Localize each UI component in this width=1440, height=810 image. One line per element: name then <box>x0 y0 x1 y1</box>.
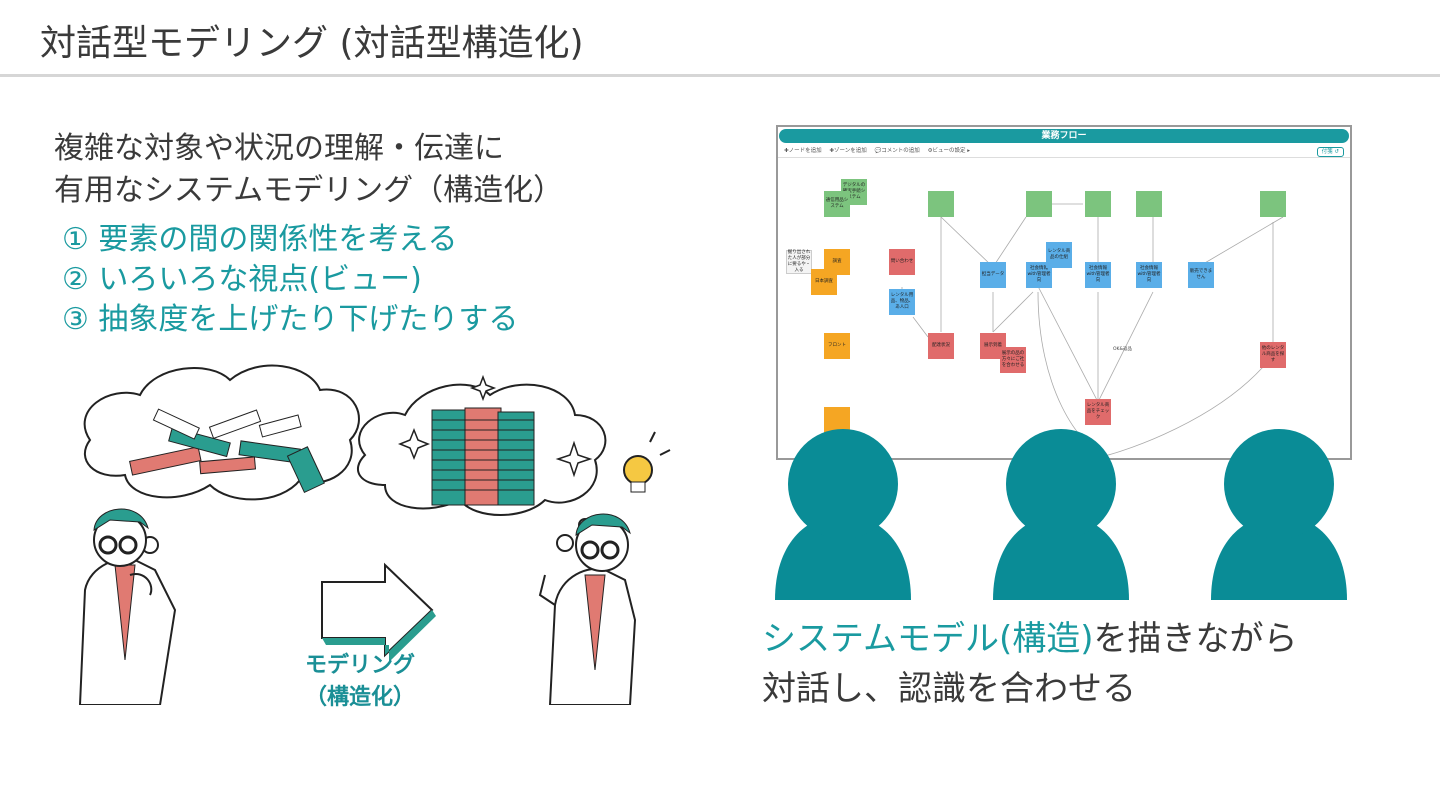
organized-books-icon <box>431 407 535 506</box>
intro-line-1: 複雑な対象や状況の理解・伝達に <box>54 131 504 166</box>
person-silhouette-icon <box>993 515 1129 600</box>
modeling-label-line-1: モデリング <box>304 653 415 678</box>
caption-line-1-rest: を描きながら <box>1093 619 1298 659</box>
point-1: ① 要素の間の関係性を考える <box>62 222 458 257</box>
lightbulb-icon <box>623 431 671 493</box>
flow-node-sales[interactable]: 販売できません <box>1188 262 1214 288</box>
flow-node-comm[interactable]: 通信用品システム <box>824 191 850 217</box>
thinking-person-icon <box>78 508 177 705</box>
person-head-icon <box>1224 429 1334 539</box>
tool-toolbar: ✚ノードを追加 ✚ゾーンを追加 💬コメントの追加 ⚙ビューの設定 ▸ <box>778 145 1350 158</box>
sparkle-icon <box>397 374 593 478</box>
flow-node-note[interactable]: 掘り出された人が部分に要るや・入る <box>786 250 812 274</box>
flow-node-check-rental[interactable]: 他のレンタル商品を探す <box>1260 342 1286 368</box>
add-comment-button[interactable]: 💬コメントの追加 <box>874 148 920 154</box>
flow-node-front[interactable]: フロント <box>824 333 850 359</box>
flow-node-green-2[interactable] <box>1026 191 1052 217</box>
flow-node-chck[interactable]: レンタル商品をチェック <box>1085 399 1111 425</box>
flow-node-rental[interactable]: レンタル用品、物品、あ人口 <box>889 289 915 315</box>
person-head-icon <box>1006 429 1116 539</box>
modeling-illustration <box>78 364 671 705</box>
flow-node-ask[interactable]: 問い合わせ <box>889 249 915 275</box>
intro-line-2: 有用なシステムモデリング（構造化） <box>54 173 564 208</box>
modeling-label: モデリング （構造化） <box>300 650 420 714</box>
point-2: ② いろいろな視点(ビュー) <box>62 262 422 297</box>
flow-edge-label: OK&返品 <box>1113 347 1133 352</box>
person-silhouette-icon <box>1211 515 1347 600</box>
caption: システムモデル(構造)を描きながら 対話し、認識を合わせる <box>762 614 1298 714</box>
flow-node-green-3[interactable] <box>1085 191 1111 217</box>
flow-node-cooperate-2[interactable]: 社会情報with管理者向 <box>1085 262 1111 288</box>
intro-text: 複雑な対象や状況の理解・伝達に 有用なシステムモデリング（構造化） <box>54 128 563 212</box>
person-head-icon <box>788 429 898 539</box>
flow-node-rental-mgr[interactable]: レンタル商品の仕組 <box>1046 242 1072 268</box>
flow-node-check-more[interactable]: 展示の品の方々にご社を合わせる <box>1000 347 1026 373</box>
flow-node-green-5[interactable] <box>1260 191 1286 217</box>
caption-line-1: システムモデル(構造)を描きながら <box>762 614 1298 664</box>
add-zone-button[interactable]: ✚ゾーンを追加 <box>829 148 867 154</box>
flow-node-cooperate-3[interactable]: 社会情報with管理者向 <box>1136 262 1162 288</box>
modeling-label-line-2: （構造化） <box>304 685 415 710</box>
flow-node-research[interactable]: 日本調査 <box>811 269 837 295</box>
messy-books-icon <box>129 408 325 494</box>
tool-title: 業務フロー <box>779 129 1349 143</box>
point-3: ③ 抽象度を上げたり下げたりする <box>62 302 519 337</box>
view-settings-button[interactable]: ⚙ビューの設定 ▸ <box>927 148 971 154</box>
flow-node-bottom[interactable] <box>824 407 850 433</box>
flow-node-assign[interactable]: 担当データ <box>980 262 1006 288</box>
sticky-note-button[interactable]: 付箋 ↺ <box>1316 147 1344 157</box>
modeling-tool-screenshot: 業務フロー ✚ノードを追加 ✚ゾーンを追加 💬コメントの追加 ⚙ビューの設定 ▸… <box>776 125 1352 460</box>
flow-node-green-4[interactable] <box>1136 191 1162 217</box>
flow-node-green-1[interactable] <box>928 191 954 217</box>
add-node-button[interactable]: ✚ノードを追加 <box>784 148 822 154</box>
person-silhouette-icon <box>775 515 911 600</box>
inspired-person-icon <box>538 513 637 705</box>
caption-highlight: システムモデル(構造) <box>762 619 1094 659</box>
caption-line-2: 対話し、認識を合わせる <box>762 669 1136 709</box>
slide-title: 対話型モデリング (対話型構造化) <box>40 23 584 64</box>
flow-node-cooperate[interactable]: 社会情報with管理者向 <box>1026 262 1052 288</box>
point-list: ① 要素の間の関係性を考える ② いろいろな視点(ビュー) ③ 抽象度を上げたり… <box>62 220 518 340</box>
flow-node-delivery[interactable]: 配達状況 <box>928 333 954 359</box>
title-divider <box>0 74 1440 77</box>
